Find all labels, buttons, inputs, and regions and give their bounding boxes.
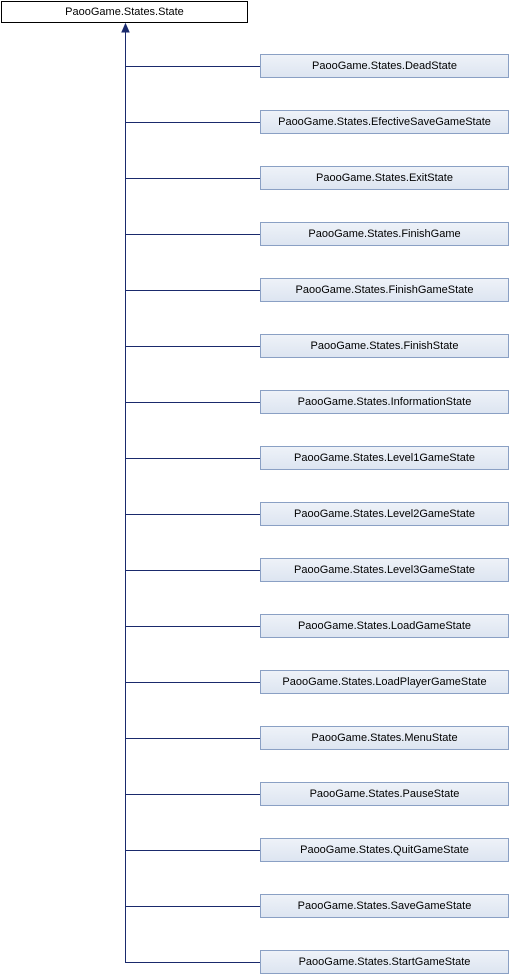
derived-class-node[interactable]: PaooGame.States.SaveGameState xyxy=(260,894,509,918)
base-class-node[interactable]: PaooGame.States.State xyxy=(1,1,248,23)
derived-class-node[interactable]: PaooGame.States.EfectiveSaveGameState xyxy=(260,110,509,134)
derived-class-node[interactable]: PaooGame.States.LoadGameState xyxy=(260,614,509,638)
derived-class-node[interactable]: PaooGame.States.ExitState xyxy=(260,166,509,190)
derived-class-node[interactable]: PaooGame.States.QuitGameState xyxy=(260,838,509,862)
derived-class-node[interactable]: PaooGame.States.DeadState xyxy=(260,54,509,78)
derived-class-node[interactable]: PaooGame.States.Level3GameState xyxy=(260,558,509,582)
derived-class-node[interactable]: PaooGame.States.FinishGameState xyxy=(260,278,509,302)
derived-class-node[interactable]: PaooGame.States.FinishState xyxy=(260,334,509,358)
derived-class-node[interactable]: PaooGame.States.PauseState xyxy=(260,782,509,806)
derived-class-node[interactable]: PaooGame.States.LoadPlayerGameState xyxy=(260,670,509,694)
derived-class-node[interactable]: PaooGame.States.Level2GameState xyxy=(260,502,509,526)
inheritance-arrowhead xyxy=(121,22,130,33)
derived-class-node[interactable]: PaooGame.States.Level1GameState xyxy=(260,446,509,470)
derived-class-node[interactable]: PaooGame.States.StartGameState xyxy=(260,950,509,974)
derived-class-node[interactable]: PaooGame.States.InformationState xyxy=(260,390,509,414)
derived-class-node[interactable]: PaooGame.States.MenuState xyxy=(260,726,509,750)
derived-class-node[interactable]: PaooGame.States.FinishGame xyxy=(260,222,509,246)
